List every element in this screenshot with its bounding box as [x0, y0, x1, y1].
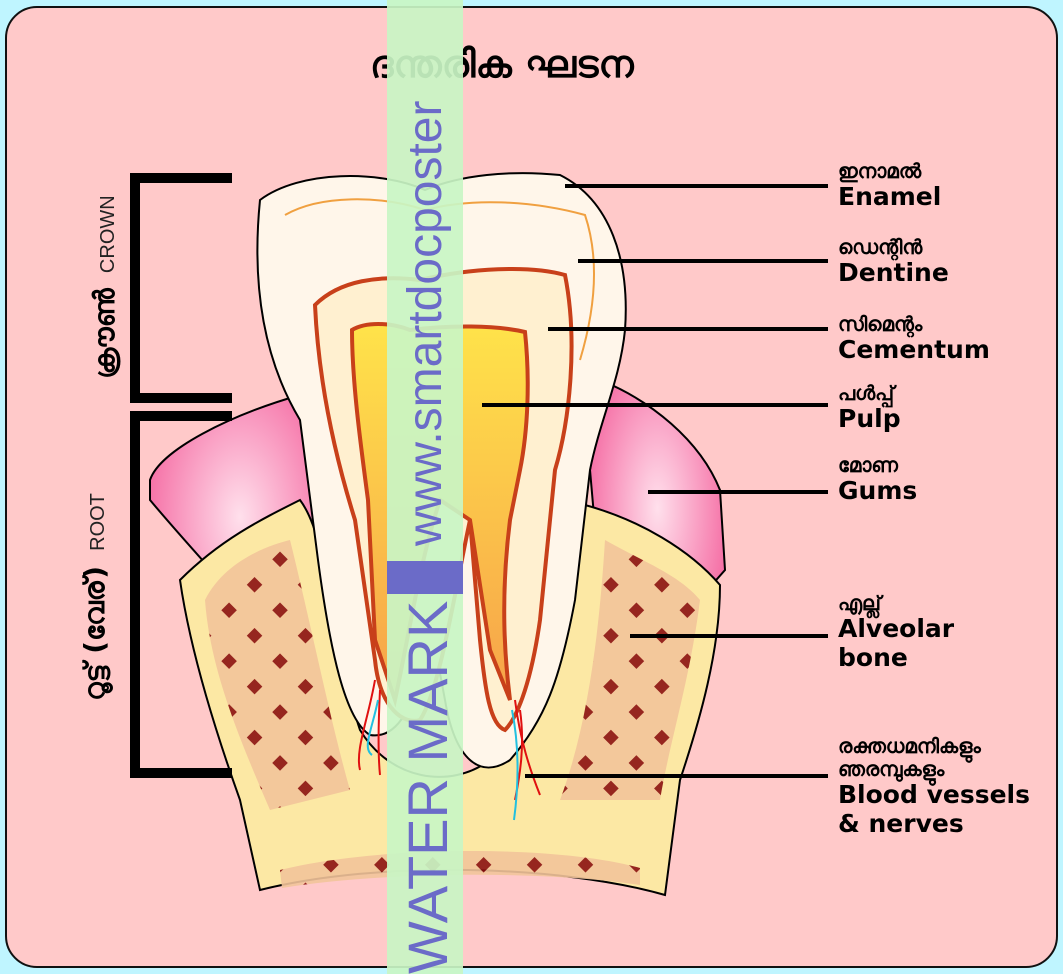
label-cementum-en: Cementum	[838, 336, 990, 365]
label-pulp-ml: പൾപ്പ്	[838, 382, 901, 405]
label-cementum: സിമെന്റം Cementum	[838, 313, 990, 365]
label-enamel: ഇനാമൽ Enamel	[838, 160, 941, 212]
label-blood-vessels: രക്തധമനികളും ഞരമ്പുകളും Blood vessels & …	[838, 735, 1038, 839]
crown-label-ml: ക്രൗൺ	[88, 288, 121, 379]
label-dentine-en: Dentine	[838, 259, 949, 288]
root-region-label: റൂട്ട് (വേര്) ROOT	[78, 452, 112, 742]
label-dentine: ഡെന്റിൻ Dentine	[838, 236, 949, 288]
label-gums: മോണ Gums	[838, 454, 917, 506]
label-pulp: പൾപ്പ് Pulp	[838, 382, 901, 434]
label-vessels-en: Blood vessels & nerves	[838, 781, 1038, 839]
root-label-ml: റൂട്ട് (വേര്)	[78, 566, 111, 701]
crown-region-label: ക്രൗൺ CROWN	[88, 167, 122, 407]
label-bone-ml: എല്ല്	[838, 592, 978, 615]
crown-label-en: CROWN	[97, 195, 119, 273]
label-bone-en: Alveolar bone	[838, 615, 978, 673]
label-alveolar-bone: എല്ല് Alveolar bone	[838, 592, 978, 673]
watermark-mark-text: WATER MARK	[395, 601, 460, 974]
label-dentine-ml: ഡെന്റിൻ	[838, 236, 949, 259]
root-label-en: ROOT	[87, 493, 109, 551]
label-gums-en: Gums	[838, 477, 917, 506]
label-pulp-en: Pulp	[838, 405, 901, 434]
watermark-divider	[387, 561, 463, 594]
label-gums-ml: മോണ	[838, 454, 917, 477]
label-enamel-ml: ഇനാമൽ	[838, 160, 941, 183]
label-enamel-en: Enamel	[838, 183, 941, 212]
crown-bracket	[135, 178, 232, 398]
label-cementum-ml: സിമെന്റം	[838, 313, 990, 336]
label-vessels-ml: രക്തധമനികളും ഞരമ്പുകളും	[838, 735, 1038, 781]
watermark-site-text: www.smartdocposter	[398, 101, 453, 546]
